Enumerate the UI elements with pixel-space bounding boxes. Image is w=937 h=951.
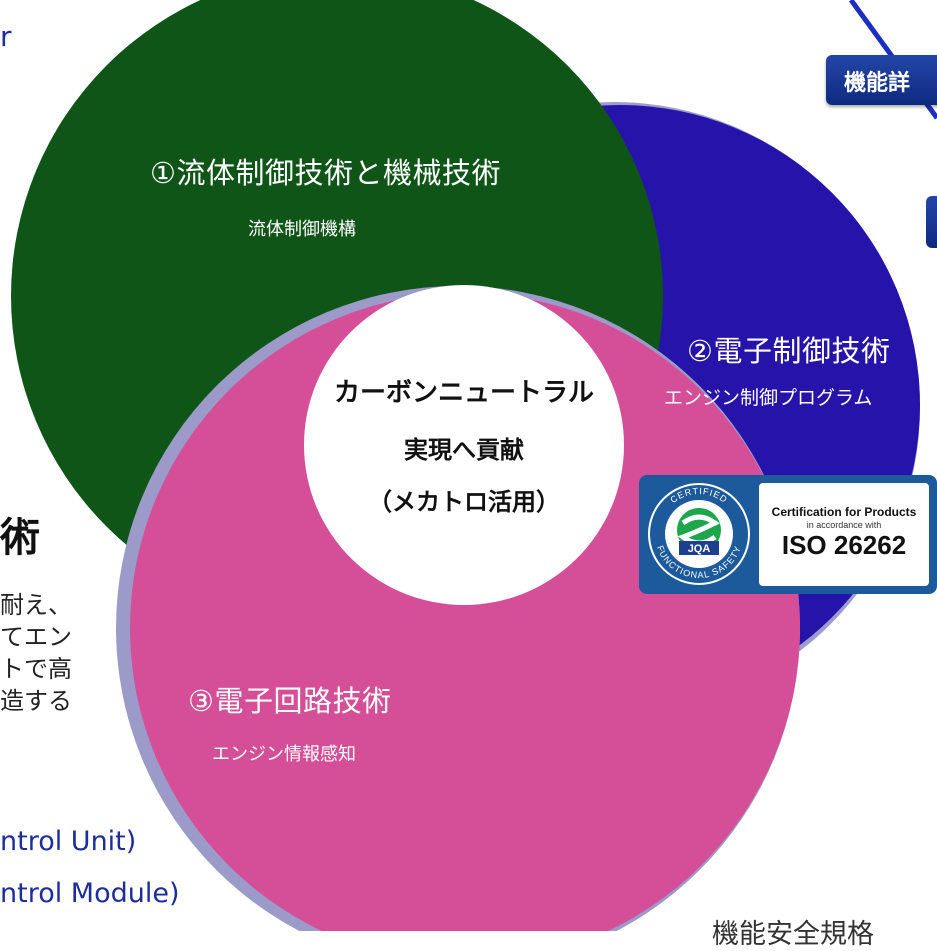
cert-standard: ISO 26262 bbox=[781, 530, 907, 560]
cert-line1: Certification for Products bbox=[771, 505, 917, 519]
cert-line2: in accordance with bbox=[806, 520, 882, 530]
iso-certification-badge: CERTIFIED FUNCTIONAL SAFETY JQA Certific… bbox=[639, 475, 937, 594]
electronic-circuit-subtitle: エンジン情報感知 bbox=[212, 744, 356, 765]
top-link-fragment[interactable]: r bbox=[0, 20, 12, 53]
left-body-line3: トで高 bbox=[0, 655, 72, 683]
left-heading-fragment: 術 bbox=[0, 515, 40, 561]
certification-text-panel: Certification for Products in accordance… bbox=[759, 483, 929, 586]
electronic-control-subtitle: エンジン制御プログラム bbox=[664, 387, 873, 409]
center-line3: （メカトロ活用） bbox=[368, 488, 560, 516]
footer-fragment: 機能安全規格 bbox=[712, 919, 874, 950]
electronic-circuit-circle bbox=[130, 293, 800, 931]
center-circle bbox=[304, 285, 624, 605]
left-body-line4: 造する bbox=[0, 687, 72, 715]
certified-seal-icon: CERTIFIED FUNCTIONAL SAFETY JQA bbox=[648, 483, 750, 585]
left-body-line2: てエン bbox=[0, 623, 72, 651]
center-line2: 実現へ貢献 bbox=[404, 436, 524, 464]
ecu-link[interactable]: ntrol Unit) bbox=[0, 826, 137, 857]
electronic-control-title: ②電子制御技術 bbox=[687, 334, 891, 368]
left-body-line1: 耐え、 bbox=[0, 591, 72, 619]
fluid-control-subtitle: 流体制御機構 bbox=[248, 219, 356, 240]
function-badge[interactable]: 機能詳 bbox=[826, 55, 937, 105]
ecm-link[interactable]: ntrol Module) bbox=[0, 878, 180, 909]
secondary-badge[interactable] bbox=[926, 196, 937, 248]
venn-diagram bbox=[11, 0, 937, 931]
fluid-control-title: ①流体制御技術と機械技術 bbox=[150, 156, 501, 190]
electronic-circuit-title: ③電子回路技術 bbox=[188, 684, 392, 718]
center-line1: カーボンニュートラル bbox=[333, 378, 594, 408]
jqa-logo-text: JQA bbox=[688, 543, 711, 555]
